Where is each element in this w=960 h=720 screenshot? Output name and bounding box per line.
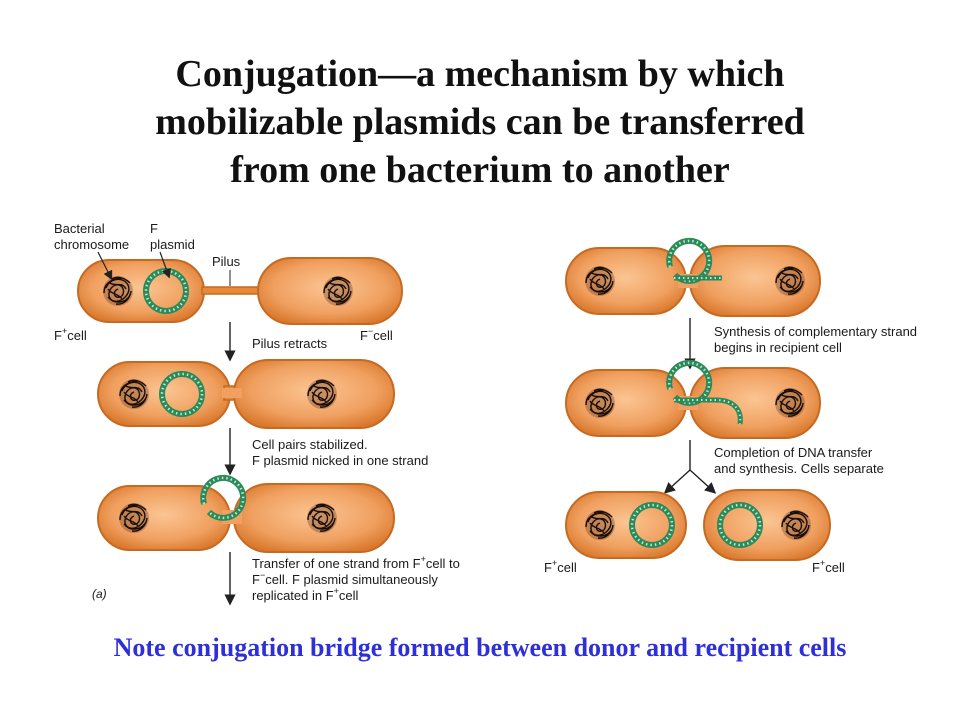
pointer-arrow [159, 251, 171, 279]
label-f-plus-cell-left: F+cell [544, 558, 577, 575]
label-step3-line1: Transfer of one strand from F+cell to [252, 554, 460, 571]
footnote: Note conjugation bridge formed between d… [113, 633, 847, 662]
chromosome-icon [584, 509, 616, 541]
left-row-2 [97, 359, 395, 429]
label-f-plus-cell-right: F+cell [812, 558, 845, 575]
label-bacterial-chromosome-1: Bacterial [54, 221, 105, 236]
label-pilus: Pilus [212, 254, 241, 269]
chromosome-icon [584, 387, 616, 419]
label-step5-line1: Completion of DNA transfer [714, 445, 873, 460]
chromosome-icon [118, 502, 150, 534]
label-bacterial-chromosome-2: chromosome [54, 237, 129, 252]
label-f-minus-cell: F−cell [360, 326, 393, 343]
title-line-3: from one bacterium to another [230, 149, 730, 191]
label-step5-line2: and synthesis. Cells separate [714, 461, 884, 476]
right-row-2 [565, 363, 821, 439]
split-arrow [663, 440, 717, 494]
page-title: Conjugation—a mechanism by which mobiliz… [0, 50, 960, 194]
chromosome-icon [584, 265, 616, 297]
right-row-1 [565, 241, 821, 317]
chromosome-icon [118, 378, 150, 410]
chromosome-icon [322, 275, 354, 307]
chromosome-icon [780, 509, 812, 541]
chromosome-icon [306, 378, 338, 410]
chromosome-icon [102, 275, 134, 307]
left-row-3 [97, 478, 395, 553]
label-f-plasmid-1: F [150, 221, 158, 236]
chromosome-icon [774, 387, 806, 419]
label-step2-line2: F plasmid nicked in one strand [252, 453, 428, 468]
label-step2-line1: Cell pairs stabilized. [252, 437, 368, 452]
pilus [201, 286, 263, 295]
label-f-plasmid-2: plasmid [150, 237, 195, 252]
label-step3-line2: F−cell. F plasmid simultaneously [252, 570, 438, 587]
label-f-plus-cell: F+cell [54, 326, 87, 343]
chromosome-icon [306, 502, 338, 534]
chromosome-icon [774, 265, 806, 297]
right-row-3 [565, 489, 831, 561]
title-line-2: mobilizable plasmids can be transferred [155, 101, 805, 143]
label-step4-line1: Synthesis of complementary strand [714, 324, 917, 339]
label-step4-line2: begins in recipient cell [714, 340, 842, 355]
panel-tag: (a) [92, 587, 107, 601]
title-line-1: Conjugation—a mechanism by which [175, 53, 785, 95]
label-pilus-retracts: Pilus retracts [252, 336, 328, 351]
label-step3-line3: replicated in F+cell [252, 586, 359, 603]
pointer-arrow [97, 251, 113, 281]
